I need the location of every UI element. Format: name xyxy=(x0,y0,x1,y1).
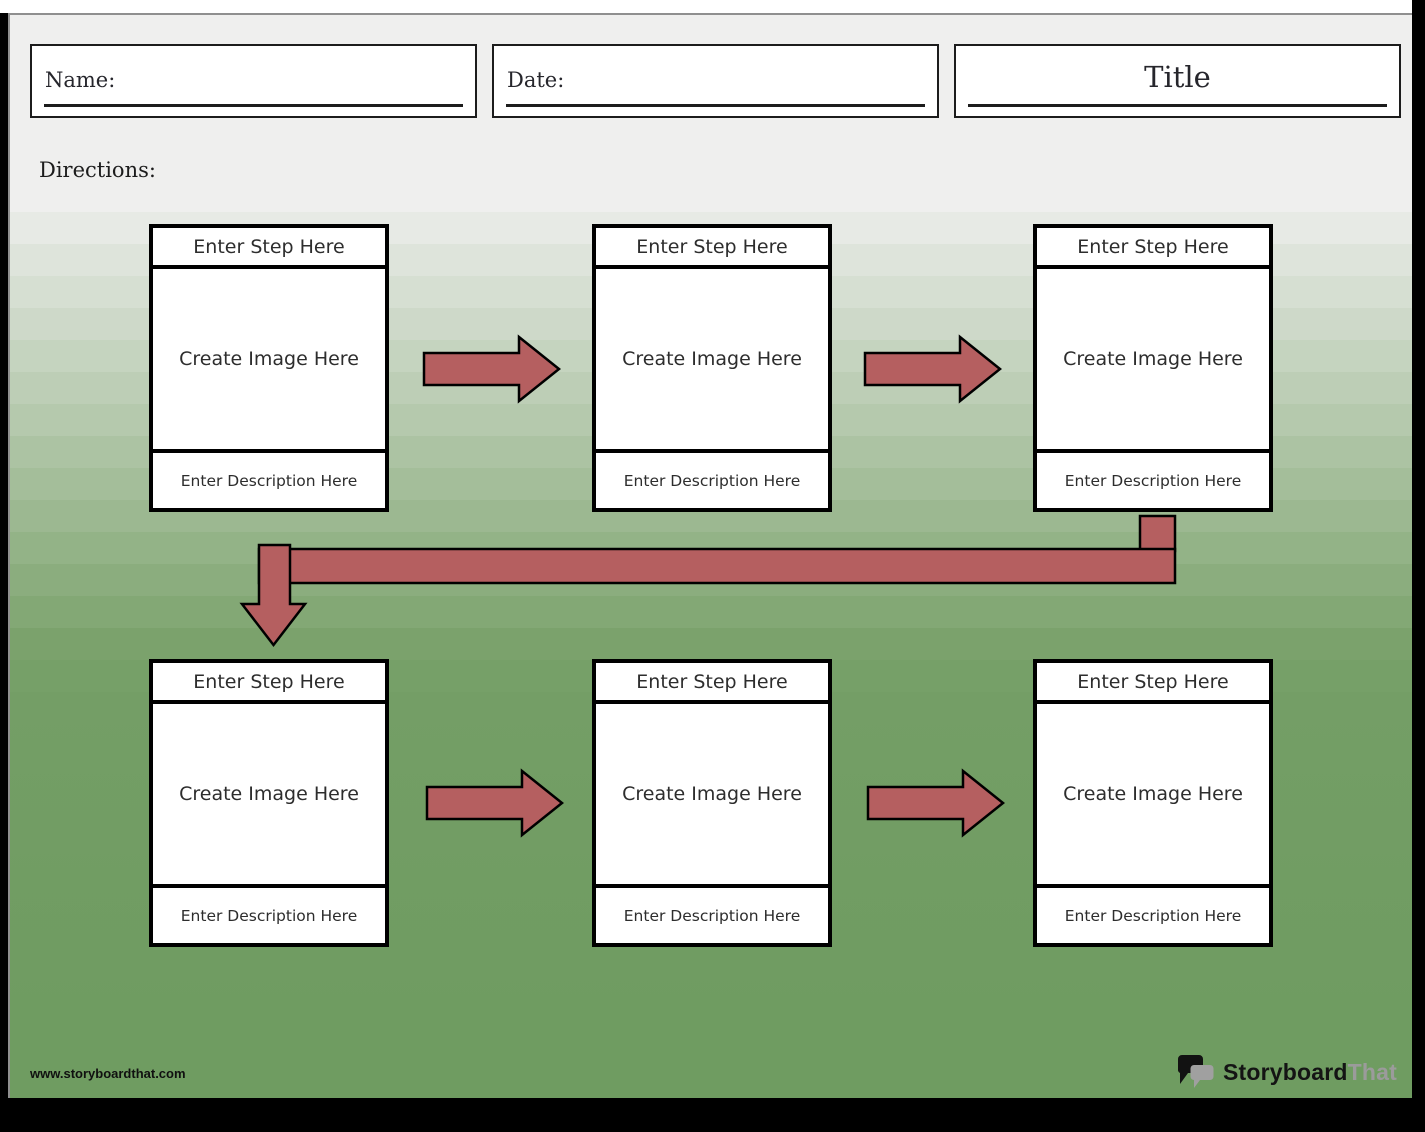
step-description-cell[interactable]: Enter Description Here xyxy=(596,884,828,943)
right-arrow-icon xyxy=(863,334,1003,404)
connector-stub xyxy=(1138,514,1177,553)
name-write-line xyxy=(44,104,463,107)
logo-text-secondary: That xyxy=(1347,1058,1397,1085)
step-description-cell[interactable]: Enter Description Here xyxy=(153,884,385,943)
title-field-box[interactable]: Title xyxy=(954,44,1401,118)
step-image-cell[interactable]: Create Image Here xyxy=(179,783,359,805)
name-field-box[interactable]: Name: xyxy=(30,44,477,118)
title-write-line xyxy=(968,104,1387,107)
step-box-2[interactable]: Enter Step Here Create Image Here Enter … xyxy=(592,224,832,512)
step-image-cell[interactable]: Create Image Here xyxy=(622,348,802,370)
date-field-box[interactable]: Date: xyxy=(492,44,939,118)
directions-label: Directions: xyxy=(39,158,156,182)
step-box-6[interactable]: Enter Step Here Create Image Here Enter … xyxy=(1033,659,1273,947)
connector-bar xyxy=(257,547,1177,585)
step-box-4[interactable]: Enter Step Here Create Image Here Enter … xyxy=(149,659,389,947)
storyboardthat-logo: StoryboardThat xyxy=(1177,1053,1397,1091)
return-connector-arrow-icon xyxy=(239,514,1177,648)
website-url: www.storyboardthat.com xyxy=(30,1066,186,1081)
step-title-cell[interactable]: Enter Step Here xyxy=(153,663,385,704)
speech-bubbles-icon xyxy=(1177,1055,1214,1088)
step-box-5[interactable]: Enter Step Here Create Image Here Enter … xyxy=(592,659,832,947)
step-title-cell[interactable]: Enter Step Here xyxy=(153,228,385,269)
step-box-3[interactable]: Enter Step Here Create Image Here Enter … xyxy=(1033,224,1273,512)
paper-edge-strip xyxy=(0,0,1412,13)
step-title-cell[interactable]: Enter Step Here xyxy=(1037,228,1269,269)
date-label: Date: xyxy=(507,68,565,92)
connector-down-arrowhead xyxy=(239,543,308,648)
right-arrow-icon xyxy=(866,768,1006,838)
step-title-cell[interactable]: Enter Step Here xyxy=(596,228,828,269)
step-image-cell[interactable]: Create Image Here xyxy=(1063,783,1243,805)
step-description-cell[interactable]: Enter Description Here xyxy=(1037,449,1269,508)
step-image-cell[interactable]: Create Image Here xyxy=(179,348,359,370)
step-title-cell[interactable]: Enter Step Here xyxy=(1037,663,1269,704)
step-description-cell[interactable]: Enter Description Here xyxy=(1037,884,1269,943)
step-description-cell[interactable]: Enter Description Here xyxy=(596,449,828,508)
step-title-cell[interactable]: Enter Step Here xyxy=(596,663,828,704)
right-arrow-icon xyxy=(425,768,565,838)
step-box-1[interactable]: Enter Step Here Create Image Here Enter … xyxy=(149,224,389,512)
page-title: Title xyxy=(1144,60,1211,94)
step-description-cell[interactable]: Enter Description Here xyxy=(153,449,385,508)
right-arrow-icon xyxy=(422,334,562,404)
logo-text-primary: Storyboard xyxy=(1222,1058,1348,1085)
step-image-cell[interactable]: Create Image Here xyxy=(1063,348,1243,370)
step-image-cell[interactable]: Create Image Here xyxy=(622,783,802,805)
worksheet-page: Name: Date: Title Directions: Enter Step… xyxy=(8,13,1412,1098)
logo-text: StoryboardThat xyxy=(1223,1059,1397,1086)
name-label: Name: xyxy=(45,68,116,92)
date-write-line xyxy=(506,104,925,107)
